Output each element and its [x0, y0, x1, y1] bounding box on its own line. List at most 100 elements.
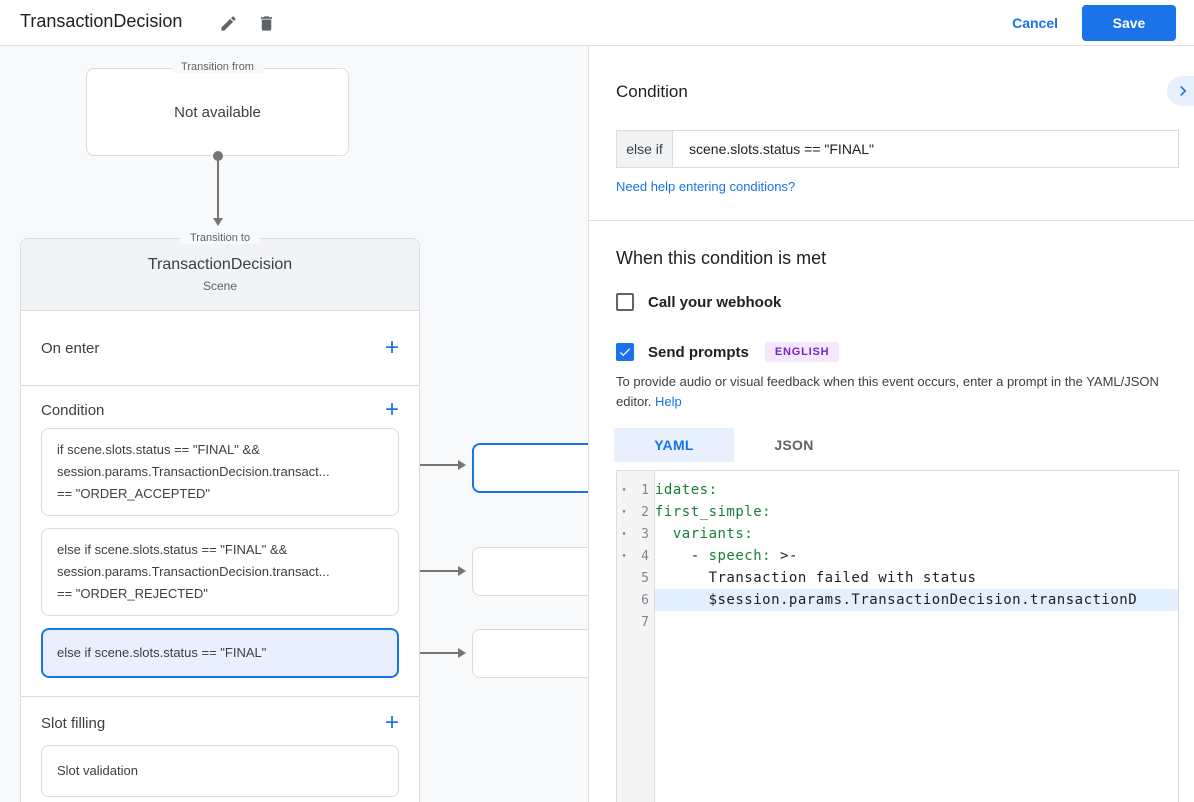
condition-item[interactable]: else if scene.slots.status == "FINAL" &&…: [41, 528, 399, 616]
fold-icon[interactable]: ▾: [621, 529, 627, 538]
gutter-row: ▾ 1: [617, 479, 654, 501]
code-line: first_simple:: [655, 504, 772, 520]
delete-scene-button[interactable]: [254, 11, 278, 35]
editor-gutter: ▾ 1 ▾ 2 ▾ 3 ▾ 4 5 6: [617, 471, 655, 802]
transition-target-box[interactable]: [472, 547, 588, 596]
fold-icon[interactable]: ▾: [621, 485, 627, 494]
arrow-down-icon: [213, 218, 223, 226]
trash-icon: [257, 14, 276, 33]
condition-heading: Condition: [616, 82, 688, 101]
gutter-row: ▾ 4: [617, 545, 654, 567]
plus-icon: +: [384, 396, 399, 423]
editor-helper-text: To provide audio or visual feedback when…: [616, 374, 1159, 409]
scene-title: TransactionDecision: [147, 256, 293, 273]
page-title: TransactionDecision: [20, 11, 183, 31]
line-number: 1: [641, 482, 649, 498]
webhook-label: Call your webhook: [648, 293, 782, 311]
chevron-right-icon: [1173, 81, 1193, 101]
tab-json[interactable]: JSON: [734, 428, 854, 462]
transition-from-value: Not available: [174, 103, 261, 121]
connector-line: [402, 464, 458, 466]
code-line-highlighted: $session.params.TransactionDecision.tran…: [655, 589, 1178, 611]
send-prompts-checkbox[interactable]: [616, 343, 634, 361]
plus-icon: +: [384, 334, 399, 361]
arrow-right-icon: [458, 566, 466, 576]
transition-from-label: Transition from: [171, 61, 264, 73]
on-enter-label: On enter: [41, 339, 100, 357]
language-badge: ENGLISH: [764, 342, 840, 362]
line-number: 7: [641, 614, 649, 630]
code-line: idates:: [655, 482, 718, 498]
arrow-right-icon: [458, 648, 466, 658]
condition-details-panel: Condition else if Need help entering con…: [588, 46, 1194, 802]
help-link[interactable]: Help: [655, 394, 682, 409]
connector-line: [402, 652, 458, 654]
gutter-row: 6: [617, 589, 654, 611]
condition-item-text: session.params.TransactionDecision.trans…: [57, 464, 330, 479]
collapse-panel-button[interactable]: [1167, 76, 1194, 106]
editor-code-area[interactable]: idates: first_simple: variants: - speech…: [655, 471, 1178, 802]
slot-filling-section: Slot filling + Slot validation: [21, 697, 419, 802]
line-number: 4: [641, 548, 649, 564]
condition-item-text: else if scene.slots.status == "FINAL": [57, 645, 267, 660]
slot-validation-label: Slot validation: [57, 763, 138, 778]
gutter-row: 5: [617, 567, 654, 589]
scene-subtitle: Scene: [202, 279, 238, 293]
when-condition-heading: When this condition is met: [616, 248, 827, 268]
transition-to-label: Transition to: [179, 232, 261, 244]
line-number: 2: [641, 504, 649, 520]
webhook-checkbox[interactable]: [616, 293, 634, 311]
condition-input[interactable]: [673, 130, 1179, 168]
condition-item[interactable]: if scene.slots.status == "FINAL" && sess…: [41, 428, 399, 516]
scene-card-header[interactable]: TransactionDecision Scene: [21, 239, 419, 311]
gutter-row: 7: [617, 611, 654, 633]
condition-prefix: else if: [616, 130, 673, 168]
connector-line: [217, 159, 219, 218]
slot-filling-label: Slot filling: [41, 714, 106, 732]
condition-input-group: else if: [616, 130, 1179, 168]
code-line: Transaction failed with status: [655, 570, 977, 586]
condition-item-text: if scene.slots.status == "FINAL" &&: [57, 442, 260, 457]
app-header: TransactionDecision Cancel Save: [0, 0, 1194, 46]
send-prompts-label: Send prompts: [648, 343, 749, 361]
on-enter-section[interactable]: On enter +: [21, 311, 419, 386]
condition-section: Condition + if scene.slots.status == "FI…: [21, 386, 419, 697]
cancel-button[interactable]: Cancel: [1000, 8, 1070, 38]
edit-scene-button[interactable]: [216, 11, 240, 35]
add-condition-button[interactable]: +: [385, 398, 399, 422]
gutter-row: ▾ 2: [617, 501, 654, 523]
code-line: - speech: >-: [655, 548, 798, 564]
connector-dot: [213, 151, 223, 161]
slot-validation-item[interactable]: Slot validation: [41, 745, 399, 797]
plus-icon: +: [384, 709, 399, 736]
yaml-editor[interactable]: ▾ 1 ▾ 2 ▾ 3 ▾ 4 5 6: [616, 470, 1179, 802]
transition-target-box[interactable]: [472, 629, 588, 678]
add-on-enter-button[interactable]: +: [385, 336, 399, 360]
condition-item-text: == "ORDER_ACCEPTED": [57, 486, 210, 501]
tab-yaml[interactable]: YAML: [614, 428, 734, 462]
gutter-row: ▾ 3: [617, 523, 654, 545]
save-button[interactable]: Save: [1082, 5, 1176, 41]
transition-from-box: Transition from Not available: [86, 61, 349, 156]
pencil-icon: [219, 14, 238, 33]
arrow-right-icon: [458, 460, 466, 470]
condition-item-selected[interactable]: else if scene.slots.status == "FINAL": [41, 628, 399, 678]
line-number: 3: [641, 526, 649, 542]
condition-item-text: == "ORDER_REJECTED": [57, 586, 208, 601]
send-prompts-row: Send prompts ENGLISH: [616, 342, 840, 362]
line-number: 5: [641, 570, 649, 586]
line-number: 6: [641, 592, 649, 608]
add-slot-button[interactable]: +: [385, 711, 399, 735]
editor-tabs: YAML JSON: [614, 428, 854, 462]
flow-canvas: Transition from Not available Transition…: [0, 46, 588, 802]
panel-divider: [589, 220, 1194, 221]
check-icon: [618, 345, 632, 359]
condition-item-text: else if scene.slots.status == "FINAL" &&: [57, 542, 288, 557]
fold-icon[interactable]: ▾: [621, 551, 627, 560]
connector-line: [402, 570, 458, 572]
transition-target-box[interactable]: [472, 443, 588, 493]
code-line: variants:: [655, 526, 754, 542]
fold-icon[interactable]: ▾: [621, 507, 627, 516]
conditions-help-link[interactable]: Need help entering conditions?: [616, 179, 796, 194]
condition-item-text: session.params.TransactionDecision.trans…: [57, 564, 330, 579]
